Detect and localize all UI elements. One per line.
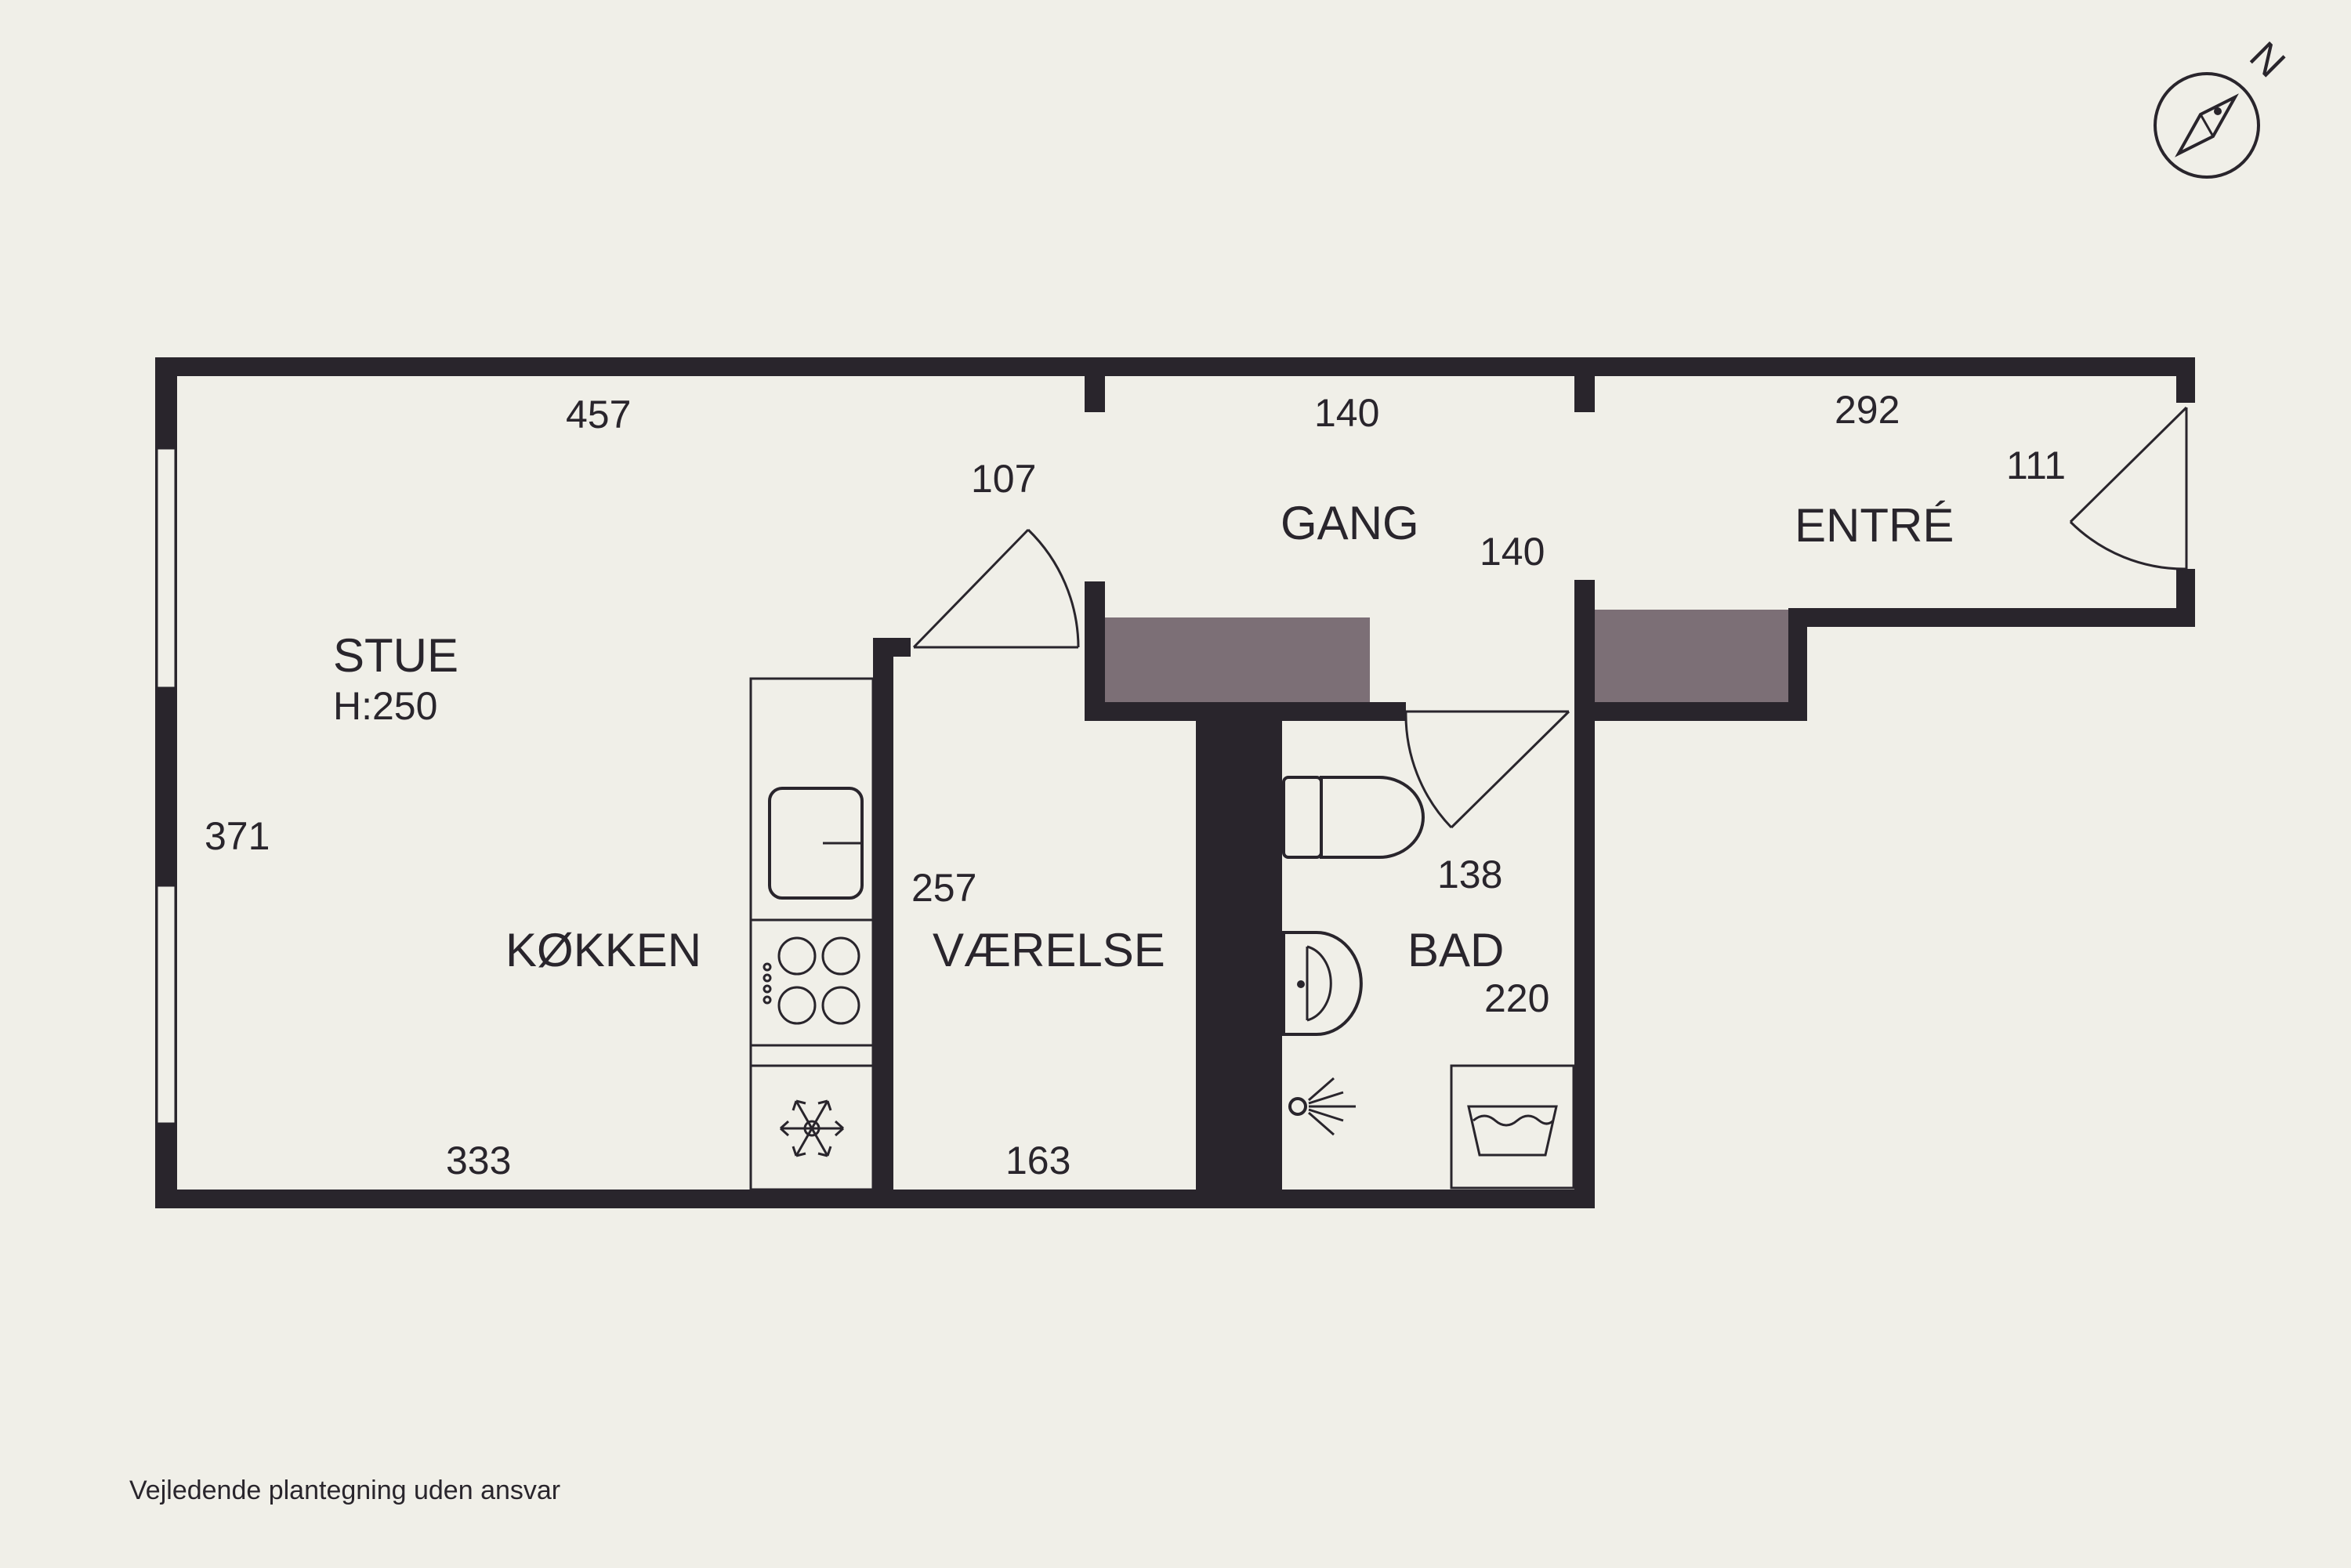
room-label-gang: GANG — [1281, 497, 1419, 549]
kitchen-counter — [749, 677, 875, 1191]
room-label-kokken: KØKKEN — [505, 924, 701, 976]
walls — [155, 357, 2195, 1208]
dim-stue-bottom: 333 — [446, 1139, 511, 1182]
dim-door-entre: 111 — [2006, 444, 2066, 487]
shower-icon — [1288, 1077, 1356, 1136]
room-label-vaerelse: VÆRELSE — [933, 924, 1165, 976]
hatched-wall-entre — [1594, 610, 1790, 704]
dim-top-gang: 140 — [1314, 391, 1379, 435]
dim-vaerelse-side: 257 — [911, 866, 976, 910]
door-stue — [912, 528, 1080, 649]
dim-stue-left: 371 — [205, 814, 270, 858]
room-label-stue: STUE — [333, 629, 458, 682]
dim-gang-depth: 140 — [1480, 530, 1545, 574]
compass-icon: N — [2154, 34, 2294, 179]
kitchen-sink-icon — [768, 787, 864, 900]
door-bad — [1404, 710, 1570, 829]
room-label-entre: ENTRÉ — [1795, 499, 1954, 552]
compass-north-letter: N — [2241, 34, 2294, 87]
freezer-icon — [779, 1099, 845, 1157]
stove-icon — [763, 936, 860, 1025]
toilet-icon — [1282, 776, 1425, 859]
window-upper — [155, 447, 177, 690]
bathroom-sink-icon — [1282, 931, 1363, 1036]
dim-vaerelse-bottom: 163 — [1005, 1139, 1070, 1182]
dim-top-entre: 292 — [1835, 388, 1900, 432]
room-height-stue: H:250 — [333, 684, 437, 728]
hatched-wall-gang — [1105, 617, 1370, 704]
dim-door-stue: 107 — [971, 457, 1036, 501]
door-entre — [2069, 406, 2188, 570]
dim-bad-door: 138 — [1437, 853, 1502, 896]
disclaimer-text: Vejledende plantegning uden ansvar — [129, 1476, 560, 1505]
dim-top-stue: 457 — [566, 393, 631, 436]
washing-machine-icon — [1450, 1064, 1575, 1190]
window-lower — [155, 884, 177, 1125]
room-label-bad: BAD — [1407, 924, 1504, 976]
dim-bad-side: 220 — [1484, 976, 1549, 1020]
